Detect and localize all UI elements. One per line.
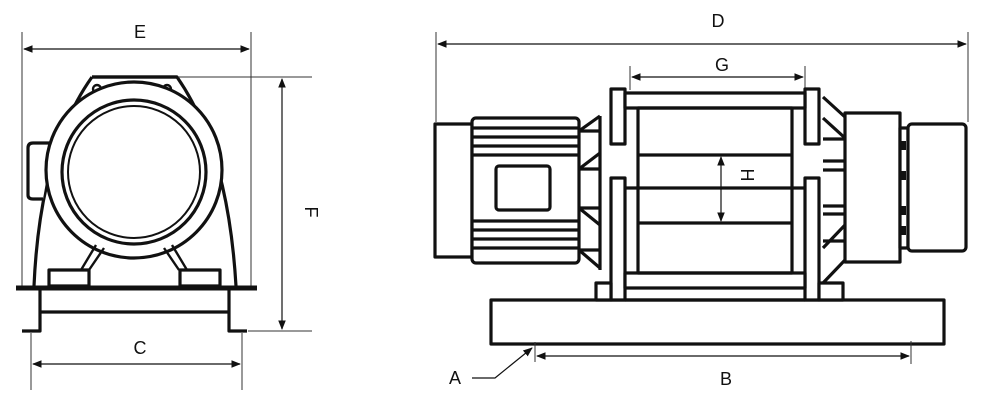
label-c: C xyxy=(134,338,147,358)
drum-rail-top xyxy=(623,91,807,110)
base-leg-right xyxy=(227,290,247,333)
middle-ring xyxy=(60,98,208,246)
coupling-left xyxy=(577,114,602,270)
motor-fins-bottom xyxy=(472,219,579,250)
side-view: D G xyxy=(433,11,969,389)
inner-ring xyxy=(67,105,201,239)
label-f: F xyxy=(301,207,321,218)
outer-ring xyxy=(44,80,224,260)
label-h: H xyxy=(737,169,757,182)
gearbox-bolts xyxy=(901,141,906,235)
base-leg-left xyxy=(22,290,42,333)
label-a: A xyxy=(449,368,461,388)
motor-terminal-box xyxy=(494,164,552,212)
brake-housing xyxy=(906,122,968,253)
drum-rail-bottom xyxy=(623,271,807,290)
coupling-right xyxy=(821,95,847,285)
label-d: D xyxy=(712,11,725,31)
foot-pad-right xyxy=(178,268,222,288)
strut-right xyxy=(163,244,189,271)
flange-foot-left xyxy=(594,281,613,302)
gearbox xyxy=(843,111,902,264)
strut-left xyxy=(79,244,105,271)
motor-fins-top xyxy=(472,126,579,157)
flange-left-top xyxy=(609,87,627,146)
flange-right-bottom xyxy=(803,176,821,302)
flange-foot-right xyxy=(817,281,845,302)
drum-body xyxy=(636,106,794,275)
end-view: E F C xyxy=(16,22,321,390)
flange-left-bottom xyxy=(609,176,627,302)
motor-end-cap xyxy=(433,122,474,259)
label-e: E xyxy=(134,22,146,42)
flange-right-top xyxy=(803,87,821,146)
label-b: B xyxy=(720,369,732,389)
foot-pad-left xyxy=(47,268,91,288)
leader-line-a xyxy=(472,347,533,379)
label-g: G xyxy=(715,55,729,75)
base-frame xyxy=(489,298,946,346)
